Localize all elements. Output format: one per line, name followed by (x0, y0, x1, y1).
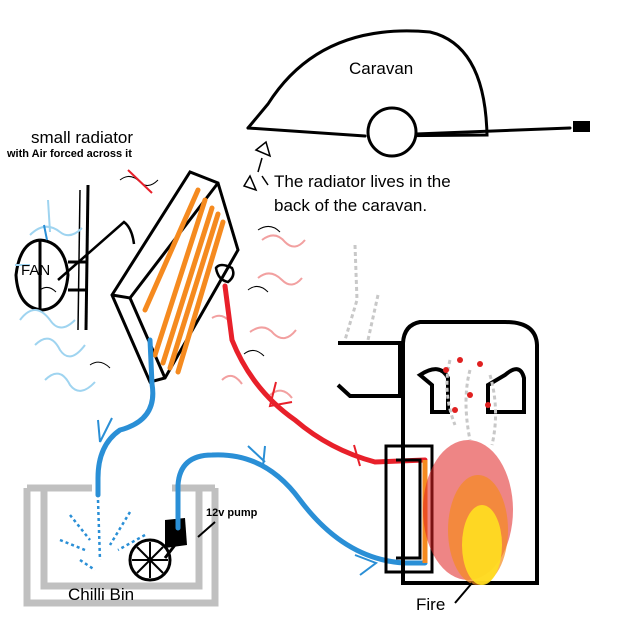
air-forced-label: with Air forced across it (7, 148, 132, 160)
pump-label: 12v pump (206, 507, 258, 519)
flames (423, 357, 513, 585)
heat-exchanger (384, 444, 434, 574)
cold-pipe (95, 337, 428, 566)
flow-arrows (97, 417, 379, 576)
cold-air-flow (15, 199, 96, 392)
fan-duct (57, 220, 136, 281)
fan-label: FAN (21, 262, 51, 279)
radiator (110, 170, 240, 384)
fire-label: Fire (416, 595, 446, 614)
pump-pointer (197, 521, 216, 538)
hot-pipe (222, 283, 428, 465)
chilli-bin-label: Chilli Bin (68, 585, 135, 604)
fan (14, 184, 90, 331)
fire-pointer (454, 582, 473, 604)
blue-tick (43, 224, 48, 241)
hot-flow-arrows (268, 381, 361, 467)
fire-box (336, 320, 539, 585)
caravan-wheel (366, 106, 418, 158)
radiator-note-line2: back of the caravan. (274, 196, 428, 215)
pointer-arrow (242, 140, 272, 192)
radiator-coil (142, 187, 226, 375)
radiator-note-line1: The radiator lives in the (274, 172, 451, 191)
smoke (343, 244, 498, 446)
caravan-outline (246, 29, 572, 138)
caravan-label: Caravan (349, 59, 414, 78)
small-radiator-label: small radiator (31, 128, 134, 147)
pump (128, 518, 187, 582)
red-tick (127, 169, 153, 194)
hot-air-flow (211, 234, 306, 399)
caravan-hitch (573, 121, 590, 132)
water-splash (59, 499, 146, 572)
